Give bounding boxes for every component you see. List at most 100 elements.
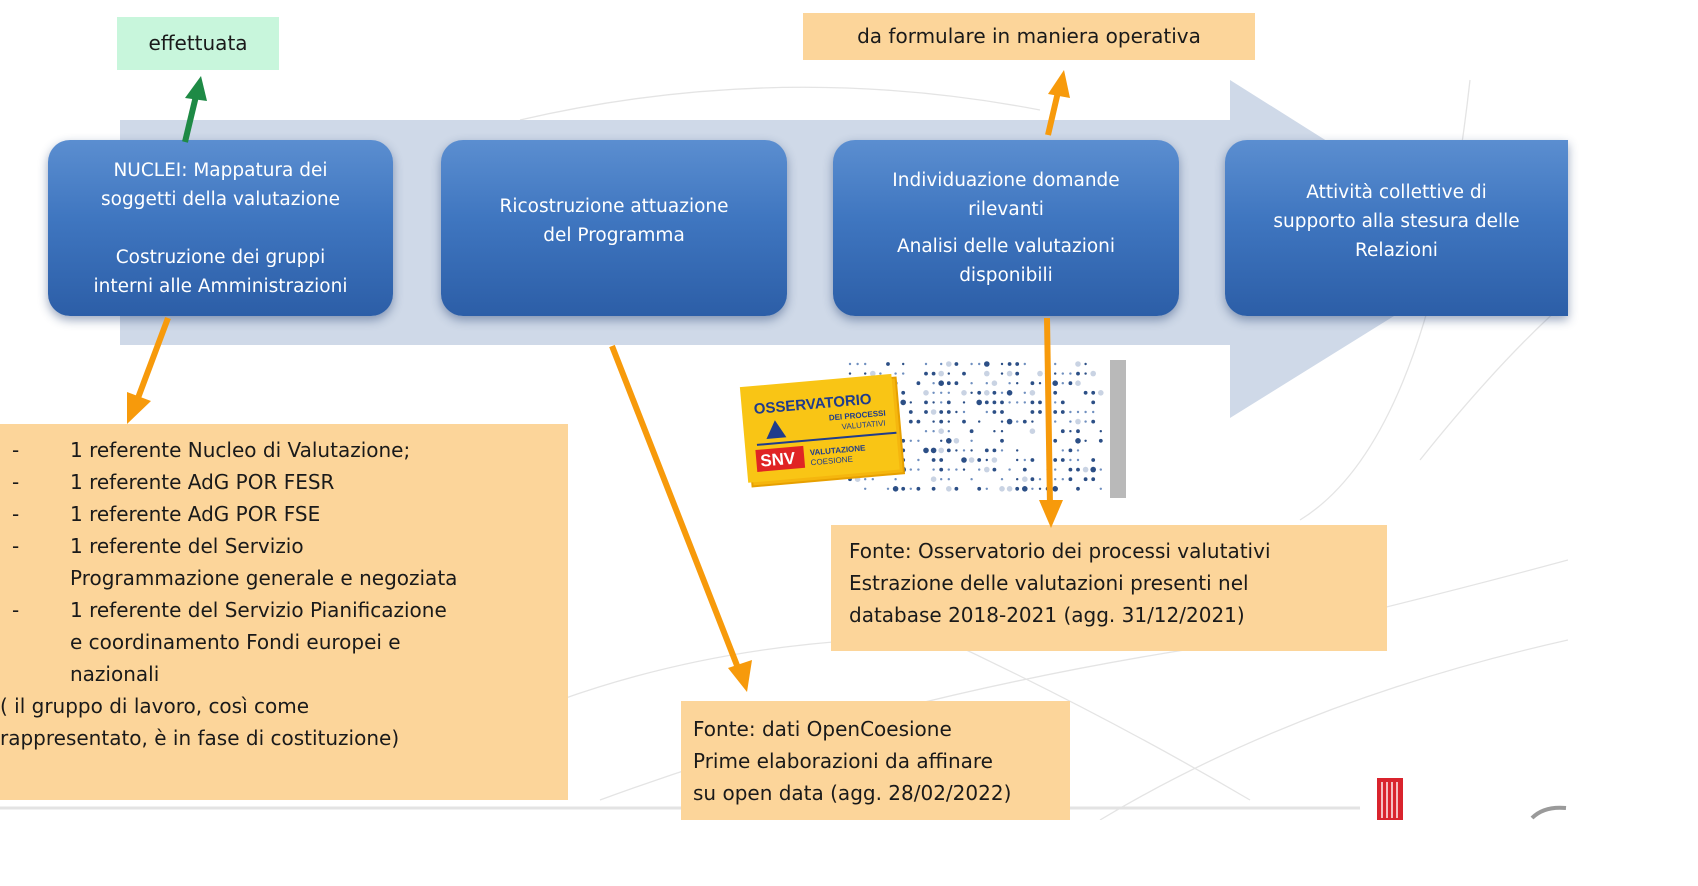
matrix-dot — [955, 449, 958, 452]
matrix-dot — [1053, 390, 1058, 395]
svg-text:COESIONE: COESIONE — [810, 455, 853, 468]
matrix-dot — [932, 430, 935, 433]
matrix-dot — [932, 401, 935, 404]
matrix-dot — [1000, 438, 1004, 443]
step-individuazione: Individuazione domande rilevanti Analisi… — [833, 140, 1179, 316]
matrix-dot — [1029, 390, 1036, 396]
matrix-dot — [938, 370, 944, 377]
list-item-text: 1 referente del Servizio Pianificazione — [70, 598, 447, 622]
matrix-dot — [992, 400, 997, 405]
matrix-dot — [1052, 486, 1058, 492]
matrix-dot — [864, 362, 867, 366]
matrix-dot — [1015, 486, 1020, 491]
matrix-dot — [977, 486, 982, 491]
matrix-dot — [1053, 438, 1058, 443]
matrix-dot — [909, 401, 912, 404]
matrix-dot — [1060, 458, 1065, 462]
matrix-dot — [939, 467, 944, 472]
matrix-dot — [984, 466, 990, 473]
matrix-dot — [1068, 467, 1073, 472]
matrix-dot — [924, 430, 928, 433]
matrix-dot — [946, 381, 951, 386]
note-line: Estrazione delle valutazioni presenti ne… — [849, 571, 1249, 595]
step-line: soggetti della valutazione — [101, 188, 340, 210]
matrix-dot — [1000, 372, 1004, 375]
note-line: database 2018-2021 (agg. 31/12/2021) — [849, 603, 1245, 627]
matrix-dot — [1046, 391, 1049, 394]
matrix-dot — [1006, 486, 1013, 492]
matrix-dot — [1038, 400, 1042, 405]
matrix-dot — [946, 448, 951, 453]
matrix-dot — [931, 486, 936, 491]
matrix-dot — [902, 372, 905, 375]
note-line: Prime elaborazioni da affinare — [693, 749, 993, 773]
matrix-dot — [1030, 400, 1035, 405]
step-line: del Programma — [543, 225, 685, 246]
matrix-dot — [870, 370, 876, 377]
matrix-dot — [1069, 420, 1072, 423]
step-line: Individuazione domande — [892, 170, 1120, 191]
step-line: Costruzione dei gruppi — [115, 246, 326, 268]
matrix-dot — [1015, 371, 1020, 376]
matrix-dot — [978, 468, 981, 471]
list-item-text: e coordinamento Fondi europei e — [70, 630, 401, 654]
matrix-dot — [1022, 486, 1028, 492]
matrix-dot — [1006, 390, 1013, 396]
matrix-dot — [923, 390, 929, 396]
matrix-dot — [1098, 390, 1104, 396]
matrix-dot — [917, 468, 920, 471]
matrix-dot — [908, 419, 913, 424]
matrix-dot — [886, 487, 890, 490]
matrix-dot — [1054, 372, 1057, 375]
matrix-dot — [1030, 458, 1035, 462]
matrix-dot — [1016, 458, 1019, 462]
matrix-dot — [947, 372, 950, 375]
matrix-dot — [955, 410, 958, 414]
matrix-dot — [1099, 468, 1102, 471]
matrix-side-bar — [1110, 360, 1126, 498]
matrix-dot — [894, 478, 897, 481]
step-line: rilevanti — [968, 199, 1044, 220]
matrix-dot — [977, 458, 982, 462]
matrix-dot — [1023, 458, 1026, 462]
matrix-dot — [1075, 418, 1081, 425]
matrix-dot — [900, 399, 906, 406]
footer-line: ( il gruppo di lavoro, così come — [0, 694, 310, 718]
matrix-dot — [1000, 420, 1004, 423]
matrix-dot — [962, 449, 966, 452]
matrix-dot — [954, 486, 959, 491]
matrix-dot — [969, 429, 974, 434]
matrix-dot — [992, 467, 997, 472]
matrix-dot — [938, 447, 944, 454]
list-item-text: 1 referente AdG POR FESR — [70, 470, 335, 494]
status-tag-label: effettuata — [148, 31, 248, 55]
list-item-text: 1 referente del Servizio — [70, 534, 304, 558]
matrix-dot — [1030, 410, 1035, 414]
matrix-dot — [1008, 468, 1011, 471]
matrix-dot — [909, 487, 912, 490]
matrix-dot — [894, 372, 897, 375]
opencoesione-source-note: Fonte: dati OpenCoesione Prime elaborazi… — [681, 701, 1070, 820]
matrix-dot — [985, 487, 988, 490]
matrix-dot — [917, 439, 920, 442]
matrix-dot — [984, 390, 990, 396]
matrix-dot — [1007, 362, 1012, 366]
matrix-dot — [962, 371, 966, 376]
matrix-dot — [1084, 410, 1087, 414]
matrix-dot — [1038, 487, 1042, 490]
step-line: disponibili — [959, 265, 1053, 286]
matrix-dot — [901, 438, 906, 443]
observatory-source-note: Fonte: Osservatorio dei processi valutat… — [831, 525, 1387, 651]
matrix-dot — [924, 362, 928, 366]
matrix-dot — [1069, 410, 1072, 414]
matrix-dot — [970, 362, 973, 366]
matrix-dot — [970, 449, 973, 452]
matrix-dot — [1076, 449, 1080, 452]
matrix-dot — [1098, 438, 1103, 443]
matrix-dot — [1054, 362, 1057, 366]
matrix-dot — [1038, 478, 1042, 481]
matrix-dot — [856, 362, 859, 366]
matrix-dot — [848, 372, 852, 375]
matrix-dot — [1045, 486, 1050, 491]
matrix-dot — [970, 382, 973, 385]
